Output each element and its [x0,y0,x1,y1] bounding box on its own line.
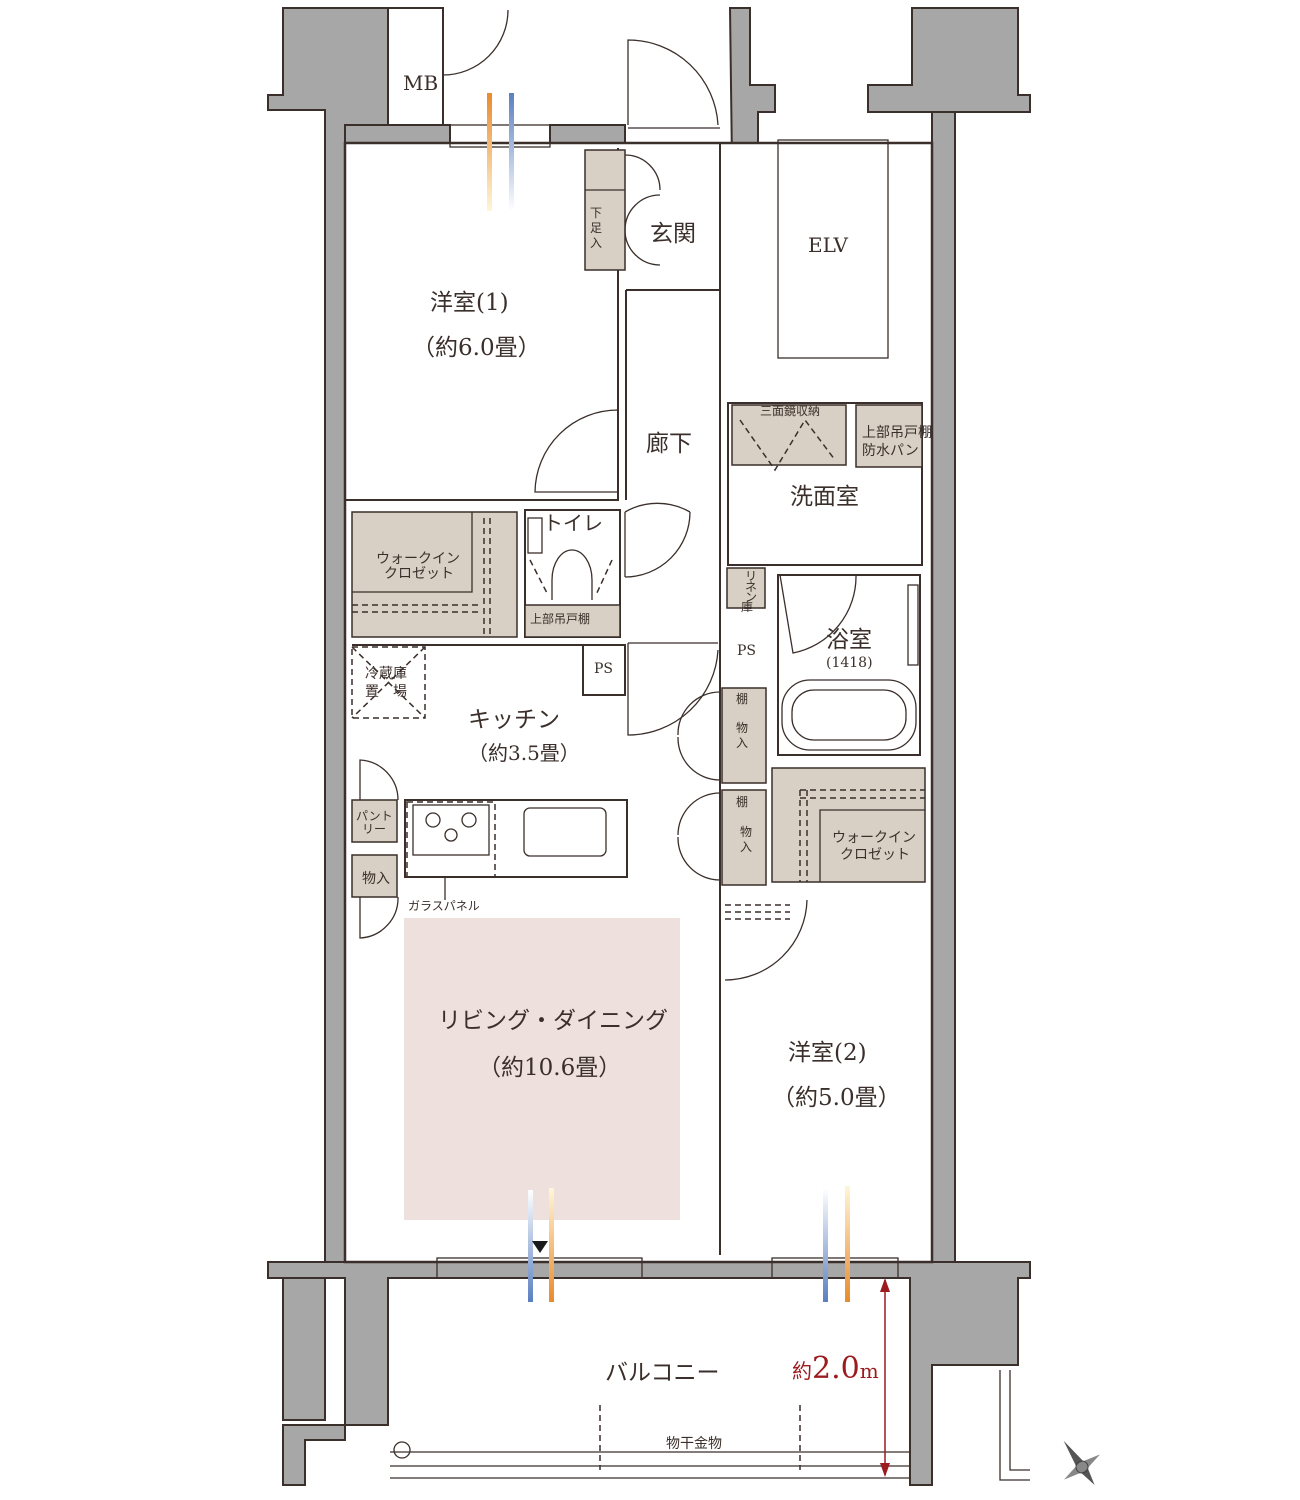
svg-text:庫: 庫 [741,600,753,614]
svg-text:リ: リ [745,569,757,583]
western1-label: 洋室(1) [430,290,509,316]
svg-text:リー: リー [362,822,386,836]
balcony-depth: 約2.0m [792,1351,879,1386]
svg-text:入: 入 [736,736,748,750]
svg-text:棚: 棚 [736,794,748,809]
svg-text:物干金物: 物干金物 [666,1436,722,1452]
svg-text:PS: PS [594,661,613,677]
svg-text:ウォークイン: ウォークイン [376,551,460,567]
balcony-label: バルコニー [605,1360,720,1386]
svg-text:置 場: 置 場 [365,684,407,700]
svg-text:ガラスパネル: ガラスパネル [408,899,480,913]
kitchen-label: キッチン [468,707,560,733]
kitchen-counter [404,799,628,878]
washroom-label: 洗面室 [790,484,859,510]
pantry[interactable] [351,799,398,843]
svg-text:防水パン: 防水パン [862,443,919,459]
svg-text:ネ: ネ [745,580,757,594]
mb-label: MB [403,71,438,95]
living-label: リビング・ダイニング [438,1008,668,1034]
elv-label: ELV [808,233,849,257]
svg-text:上部吊戸棚: 上部吊戸棚 [530,611,590,626]
hallway-label: 廊下 [646,431,692,457]
svg-text:PS: PS [737,643,756,659]
svg-text:ン: ン [745,590,757,604]
svg-text:入: 入 [740,840,752,854]
svg-text:上部吊戸棚: 上部吊戸棚 [862,425,932,441]
shoe-storage [584,149,626,271]
svg-text:三面鏡収納: 三面鏡収納 [760,403,820,418]
svg-text:（約6.0畳）: （約6.0畳） [412,335,541,361]
svg-text:（約10.6畳）: （約10.6畳） [478,1055,621,1081]
svg-text:棚: 棚 [736,691,748,706]
svg-text:ウォークイン: ウォークイン [832,830,916,846]
living-dining-area [404,918,680,1220]
walk-in-closet-2 [771,767,926,883]
kitchen-storage[interactable] [351,854,398,898]
svg-text:パント: パント [356,809,393,823]
entrance-label: 玄関 [650,221,696,247]
compass-icon [1063,1440,1101,1486]
window-western2[interactable] [771,1257,899,1279]
svg-text:クロゼット: クロゼット [384,566,454,582]
meter-box [387,7,444,126]
svg-text:物入: 物入 [362,871,390,887]
svg-text:クロゼット: クロゼット [840,847,910,863]
svg-text:下: 下 [590,206,602,220]
svg-text:入: 入 [590,236,602,250]
svg-text:冷蔵庫: 冷蔵庫 [365,665,407,682]
western2-label: 洋室(2) [788,1040,867,1066]
svg-text:（約3.5畳）: （約3.5畳） [468,741,580,765]
toilet-label: トイレ [543,511,603,535]
svg-text:（約5.0畳）: （約5.0畳） [772,1085,901,1111]
window-top [449,124,551,148]
entrance-door[interactable] [627,39,720,129]
window-living[interactable] [436,1257,643,1279]
fridge-space [351,646,426,719]
bathroom-label: 浴室 [826,627,872,653]
svg-text:物: 物 [736,721,748,735]
svg-text:(1418): (1418) [826,655,873,671]
svg-text:物: 物 [740,825,752,839]
svg-text:足: 足 [590,221,602,235]
